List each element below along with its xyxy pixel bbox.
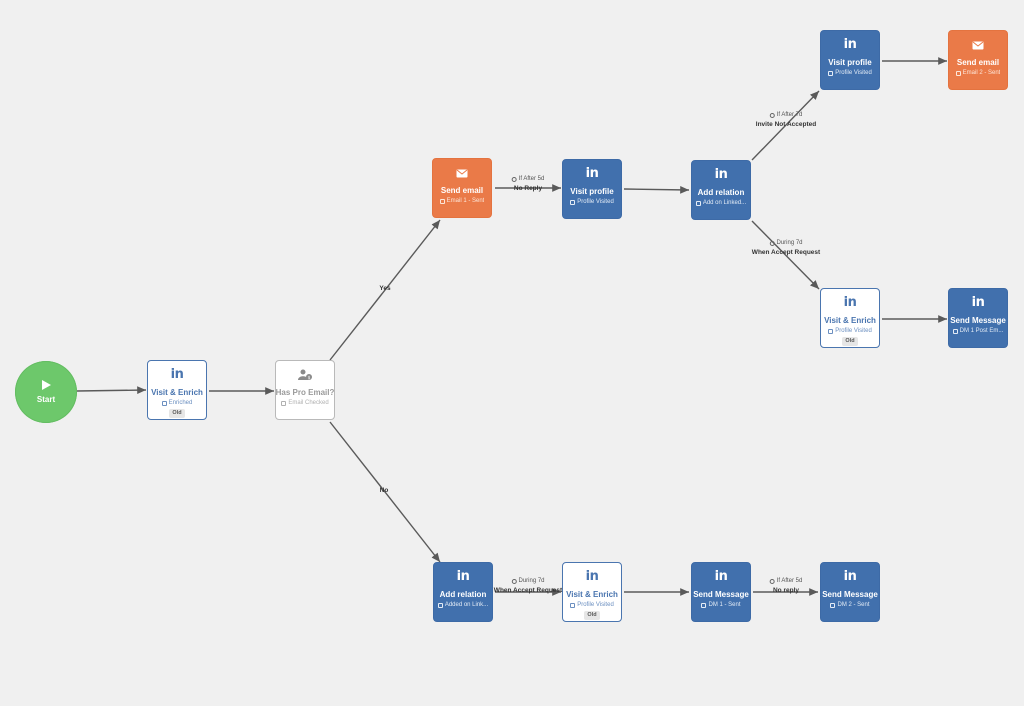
edge-addrel-enrich2 xyxy=(751,220,820,290)
node-status: Added on Link... xyxy=(437,601,488,609)
node-status: Email Checked xyxy=(281,399,329,407)
status-icon xyxy=(281,400,287,406)
user-dollar-icon: $ xyxy=(298,368,312,382)
clock-icon xyxy=(769,113,775,118)
edge-no xyxy=(329,421,441,563)
node-title: Send Message xyxy=(822,590,878,599)
node-status: Enriched xyxy=(161,399,192,407)
edge-label-if-after-5d-bottom[interactable]: If After 5d No reply xyxy=(769,577,802,595)
linkedin-icon: in xyxy=(170,367,184,382)
start-node[interactable]: Start xyxy=(15,361,77,423)
status-icon xyxy=(437,602,443,608)
node-add-relation-1[interactable]: in Add relation Add on Linked... xyxy=(691,160,751,220)
node-add-relation-2[interactable]: in Add relation Added on Link... xyxy=(433,562,493,622)
linkedin-icon: in xyxy=(843,295,857,310)
status-icon xyxy=(828,328,834,334)
node-status: DM 1 Post Em... xyxy=(952,327,1003,335)
node-title: Send Message xyxy=(950,316,1006,325)
linkedin-icon: in xyxy=(714,569,728,584)
node-title: Send email xyxy=(956,58,1000,67)
clock-icon xyxy=(511,177,517,182)
status-icon xyxy=(701,602,707,608)
edge-start-visit xyxy=(76,386,147,395)
node-status: Profile Visited xyxy=(570,601,614,609)
node-send-message-3[interactable]: in Send Message DM 2 - Sent xyxy=(820,562,880,622)
linkedin-icon: in xyxy=(714,167,728,182)
edge-label-during-7d-bottom[interactable]: During 7d When Accept Request xyxy=(493,578,563,594)
status-icon xyxy=(570,199,576,205)
node-has-pro-email[interactable]: $ Has Pro Email? Email Checked xyxy=(275,360,335,420)
edge-addrel-visit2 xyxy=(751,90,820,161)
linkedin-icon: in xyxy=(585,166,599,181)
envelope-icon xyxy=(972,38,984,52)
status-icon xyxy=(695,200,701,206)
node-visit-profile-2[interactable]: in Visit profile Profile Visited xyxy=(820,30,880,90)
node-send-message-1[interactable]: in Send Message DM 1 Post Em... xyxy=(948,288,1008,348)
status-icon xyxy=(955,70,961,76)
svg-text:$: $ xyxy=(308,375,311,381)
linkedin-icon: in xyxy=(971,295,985,310)
linkedin-icon: in xyxy=(843,569,857,584)
linkedin-icon: in xyxy=(585,569,599,584)
node-status: Add on Linked... xyxy=(695,199,746,207)
node-visit-enrich-3[interactable]: in Visit & Enrich Profile Visited Old xyxy=(562,562,622,622)
node-badge: Old xyxy=(842,337,858,346)
node-send-message-2[interactable]: in Send Message DM 1 - Sent xyxy=(691,562,751,622)
clock-icon xyxy=(511,579,517,584)
status-icon xyxy=(161,400,167,406)
node-title: Has Pro Email? xyxy=(275,388,335,397)
status-icon xyxy=(828,70,834,76)
node-send-email-1[interactable]: Send email Email 1 - Sent xyxy=(432,158,492,218)
node-status: Profile Visited xyxy=(570,198,614,206)
node-title: Send Message xyxy=(693,590,749,599)
node-title: Visit & Enrich xyxy=(151,388,203,397)
edge-label-if-after-7d[interactable]: If After 7d Invite Not Accepted xyxy=(755,112,817,128)
edge-label-yes[interactable]: Yes xyxy=(379,285,391,292)
clock-icon xyxy=(769,241,775,246)
edge-label-if-after-5d-top[interactable]: If After 5d No Reply xyxy=(511,175,544,193)
node-title: Visit profile xyxy=(828,58,872,67)
edge-label-no[interactable]: No xyxy=(379,487,389,494)
node-title: Visit & Enrich xyxy=(824,316,876,325)
edge-visit-addrel xyxy=(623,185,690,194)
start-label: Start xyxy=(36,395,56,404)
node-visit-profile-1[interactable]: in Visit profile Profile Visited xyxy=(562,159,622,219)
node-status: DM 1 - Sent xyxy=(701,601,741,609)
edge-yes xyxy=(329,219,441,361)
node-badge: Old xyxy=(584,611,600,620)
node-visit-enrich-2[interactable]: in Visit & Enrich Profile Visited Old xyxy=(820,288,880,348)
status-icon xyxy=(570,602,576,608)
envelope-icon xyxy=(456,166,468,180)
play-icon xyxy=(41,380,51,390)
node-title: Add relation xyxy=(439,590,487,599)
status-icon xyxy=(952,328,958,334)
node-visit-enrich-1[interactable]: in Visit & Enrich Enriched Old xyxy=(147,360,207,420)
node-status: Email 1 - Sent xyxy=(439,197,484,205)
node-status: Profile Visited xyxy=(828,327,872,335)
node-status: Email 2 - Sent xyxy=(955,69,1000,77)
node-badge: Old xyxy=(169,409,185,418)
node-send-email-2[interactable]: Send email Email 2 - Sent xyxy=(948,30,1008,90)
node-status: DM 2 - Sent xyxy=(830,601,870,609)
clock-icon xyxy=(769,579,775,584)
linkedin-icon: in xyxy=(843,37,857,52)
edge-label-during-7d-top[interactable]: During 7d When Accept Request xyxy=(751,240,821,256)
status-icon xyxy=(830,602,836,608)
linkedin-icon: in xyxy=(456,569,470,584)
node-status: Profile Visited xyxy=(828,69,872,77)
status-icon xyxy=(439,198,445,204)
node-title: Send email xyxy=(440,186,484,195)
node-title: Visit profile xyxy=(570,187,614,196)
node-title: Add relation xyxy=(697,188,745,197)
node-title: Visit & Enrich xyxy=(566,590,618,599)
